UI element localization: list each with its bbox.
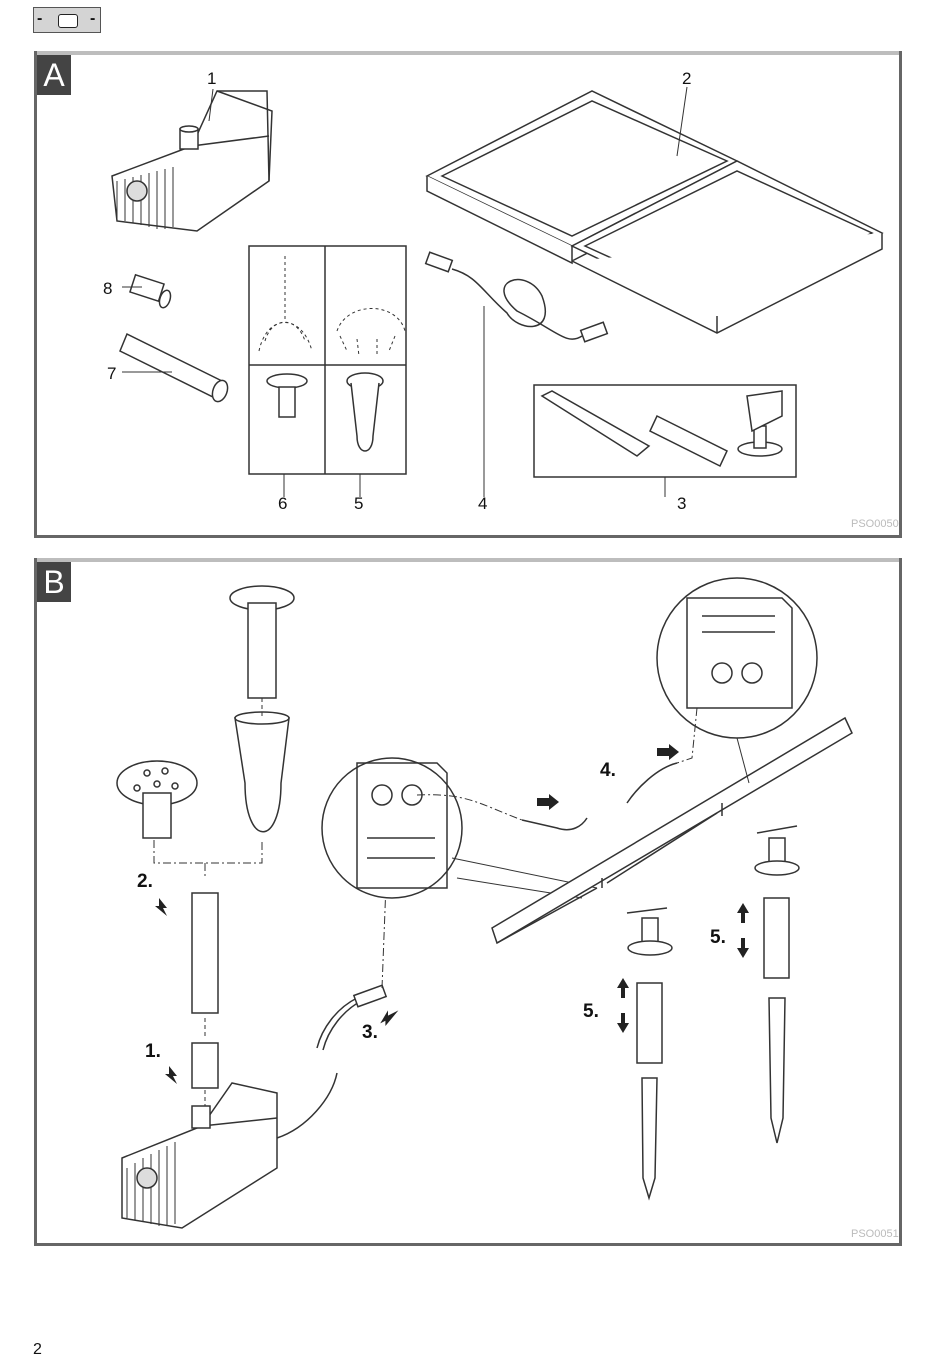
ground-stake-right <box>755 826 799 1143</box>
panel-b: B <box>34 558 902 1246</box>
rounded-rect-icon <box>58 14 78 28</box>
adapter-icon <box>192 1043 218 1088</box>
step-3: 3. <box>362 1022 378 1044</box>
panel-a: A <box>34 51 902 538</box>
header-right-dash: - <box>90 10 95 28</box>
step-5-left: 5. <box>583 1001 599 1023</box>
label-2: 2 <box>682 69 691 89</box>
step-1: 1. <box>145 1041 161 1063</box>
step-4: 4. <box>600 760 616 782</box>
panel-a-reference: PSO0050 <box>851 518 899 530</box>
pump-icon <box>112 91 272 231</box>
header-symbol-box: - - <box>33 7 101 33</box>
step-2: 2. <box>137 871 153 893</box>
label-4: 4 <box>478 494 487 514</box>
label-6: 6 <box>278 494 287 514</box>
label-3: 3 <box>677 494 686 514</box>
extension-tube-icon <box>120 334 230 404</box>
header-left-dash: - <box>37 10 42 28</box>
riser-tube-icon <box>192 893 218 1013</box>
nozzle-box <box>249 246 406 474</box>
ground-stake-set <box>534 385 796 477</box>
panel-b-reference: PSO0051 <box>851 1228 899 1240</box>
label-7: 7 <box>107 364 116 384</box>
label-8: 8 <box>103 279 112 299</box>
label-5: 5 <box>354 494 363 514</box>
step-5-right: 5. <box>710 927 726 949</box>
pump-icon <box>122 1073 337 1228</box>
adapter-piece-icon <box>130 275 173 309</box>
page-number: 2 <box>33 1341 42 1359</box>
nozzle-assembly <box>117 586 294 838</box>
panel-a-drawing <box>37 51 899 535</box>
solar-module-icon <box>427 91 882 333</box>
ground-stake-left <box>627 908 672 1198</box>
junction-box-detail-right <box>657 578 817 738</box>
label-1: 1 <box>207 69 216 89</box>
panel-b-drawing <box>37 558 899 1243</box>
junction-box-detail-left <box>322 758 462 898</box>
